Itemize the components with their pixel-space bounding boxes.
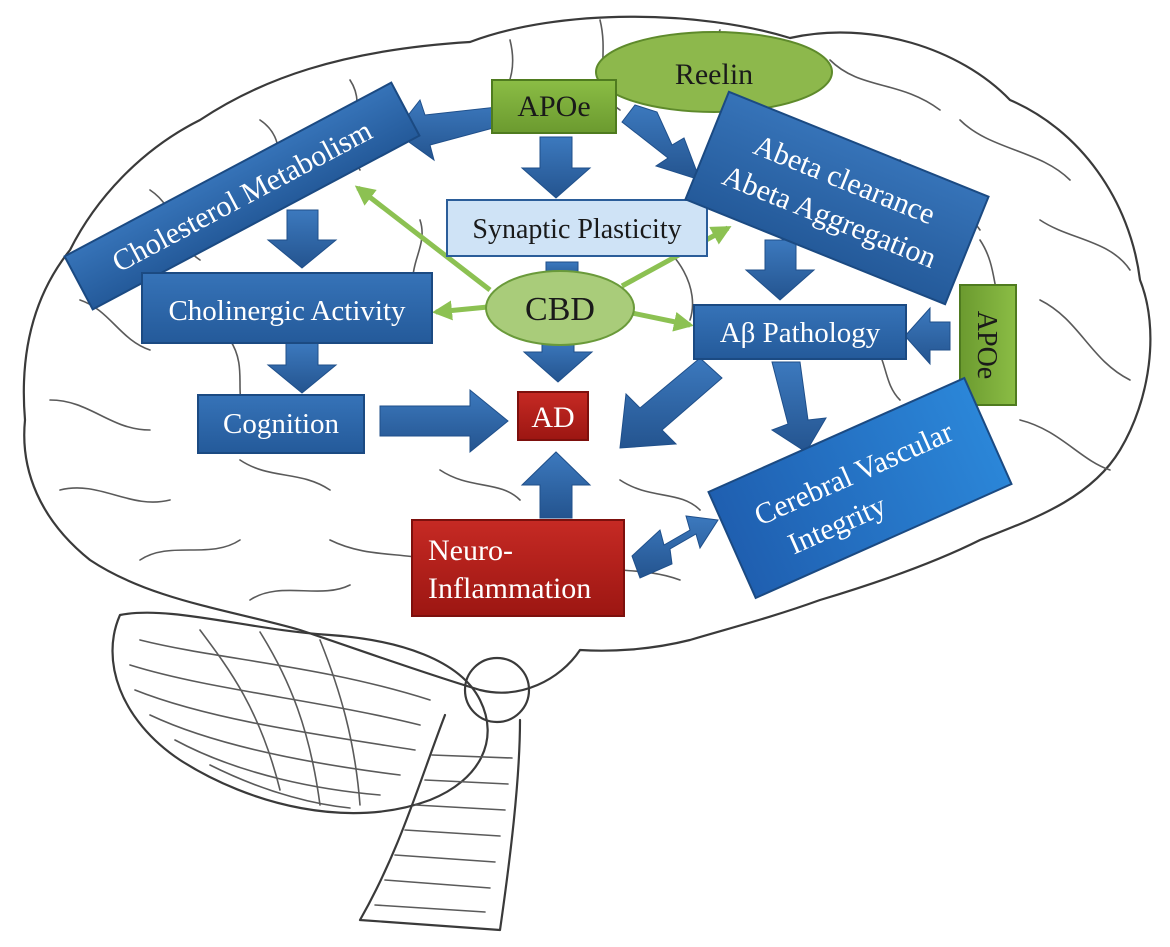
node-reelin: Reelin [595,31,833,113]
arrow-cholinergic-to-cognition [266,342,338,394]
arrow-apoe-to-abeta-clearance [621,104,701,181]
arrow-apoe-to-cholesterol [394,98,498,162]
node-cholinergic-activity: Cholinergic Activity [141,272,433,344]
arrow-pathology-to-vascular [770,361,827,453]
node-ad: AD [517,391,589,441]
apoe-top-label: APOe [517,90,590,123]
arrow-neuro-to-ad [520,451,592,519]
node-cbd: CBD [485,270,635,346]
cognition-label: Cognition [223,408,340,440]
node-apoe-right: APOe [959,284,1017,406]
arrow-abeta-clearance-to-pathology [744,239,816,301]
neuro-line2: Inflammation [428,572,591,605]
node-apoe-top: APOe [491,79,617,134]
green-arrow-cbd-to-cholesterol [354,185,492,292]
cholesterol-label: Cholesterol Metabolism [107,114,378,279]
cbd-label: CBD [525,291,595,328]
arrow-cholesterol-to-cholinergic [266,209,338,269]
apoe-right-label: APOe [971,311,1002,379]
node-neuro-inflammation: Neuro- Inflammation [411,519,625,617]
arrow-neuro-vascular-double [631,515,719,579]
arrow-cognition-to-ad [379,388,509,454]
node-cerebral-vascular: Cerebral Vascular Integrity [707,376,1013,600]
cholinergic-label: Cholinergic Activity [168,295,406,327]
arrow-apoe-to-synaptic [520,136,592,199]
abeta-pathology-label: Aβ Pathology [720,317,881,349]
arrow-cbd-to-ad [522,339,594,383]
synaptic-label: Synaptic Plasticity [472,214,681,245]
node-abeta-pathology: Aβ Pathology [693,304,907,360]
green-arrow-cbd-to-pathology [631,310,694,332]
ad-label: AD [531,401,574,434]
node-cognition: Cognition [197,394,365,454]
reelin-label: Reelin [675,58,753,91]
node-abeta-clearance: Abeta clearance Abeta Aggregation [684,90,990,306]
brain-outline-icon [22,15,1152,932]
neuro-line1: Neuro- [428,534,513,567]
arrow-apoe-right-to-pathology [904,306,951,366]
node-synaptic-plasticity: Synaptic Plasticity [446,199,708,257]
arrow-pathology-to-ad [619,357,723,449]
green-arrow-cbd-to-cholinergic [432,300,489,321]
